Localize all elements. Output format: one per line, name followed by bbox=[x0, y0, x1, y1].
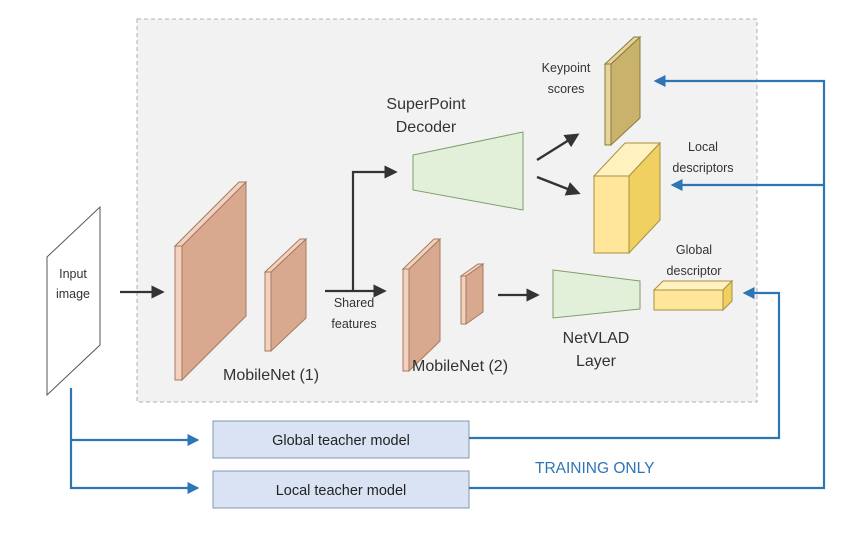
local-descriptors-label-1: Local bbox=[688, 140, 718, 154]
superpoint-decoder-shape bbox=[412, 131, 524, 211]
mobilenet1-block-small-top bbox=[263, 238, 308, 273]
training-only-label: TRAINING ONLY bbox=[535, 460, 654, 477]
global-teacher-box bbox=[212, 420, 470, 459]
mobilenet1-label: MobileNet (1) bbox=[223, 367, 319, 384]
local-descriptors-block-front bbox=[593, 175, 630, 254]
arrow-local-teacher-to-keypoint-scores bbox=[469, 74, 826, 490]
arrow-global-teacher-to-global-descriptor bbox=[469, 286, 781, 440]
local-teacher-box bbox=[212, 470, 470, 509]
superpoint-label-1: SuperPoint bbox=[386, 96, 466, 113]
netvlad-label-1: NetVLAD bbox=[563, 330, 630, 347]
mobilenet2-block-small-top bbox=[459, 263, 485, 277]
local-teacher-label: Local teacher model bbox=[276, 483, 407, 499]
superpoint-label-2: Decoder bbox=[396, 119, 457, 136]
arrow-input-to-local-teacher bbox=[69, 388, 200, 495]
keypoint-scores-block-top bbox=[603, 36, 642, 65]
global-descriptor-label-2: descriptor bbox=[667, 264, 722, 278]
mobilenet2-block-large-top bbox=[401, 238, 442, 270]
global-descriptor-block-top bbox=[652, 280, 734, 291]
input-image-label-1: Input bbox=[59, 267, 87, 281]
mobilenet2-block-small-side bbox=[460, 275, 467, 325]
arrow-to-local-descriptors bbox=[536, 175, 581, 196]
input-image-label-2: image bbox=[56, 287, 90, 301]
mobilenet1-block-small-side bbox=[264, 271, 272, 352]
mobilenet2-block-large-side bbox=[402, 268, 410, 372]
keypoint-label-2: scores bbox=[548, 82, 585, 96]
local-descriptors-label-2: descriptors bbox=[672, 161, 733, 175]
input-image-shape bbox=[46, 205, 101, 397]
global-descriptor-block-front bbox=[653, 289, 724, 311]
netvlad-label-2: Layer bbox=[576, 353, 617, 370]
shared-features-label-1: Shared bbox=[334, 296, 374, 310]
shared-features-label-2: features bbox=[331, 317, 376, 331]
keypoint-scores-block-side bbox=[604, 63, 612, 146]
arrow-to-keypoint-scores bbox=[536, 133, 580, 162]
mobilenet1-block-large-top bbox=[173, 181, 248, 247]
arrow-to-superpoint bbox=[351, 165, 398, 291]
mobilenet2-label: MobileNet (2) bbox=[412, 358, 508, 375]
global-teacher-label: Global teacher model bbox=[272, 433, 410, 449]
mobilenet1-block-large-side bbox=[174, 245, 183, 381]
netvlad-shape bbox=[552, 269, 641, 319]
global-descriptor-label-1: Global bbox=[676, 243, 712, 257]
keypoint-label-1: Keypoint bbox=[542, 61, 591, 75]
